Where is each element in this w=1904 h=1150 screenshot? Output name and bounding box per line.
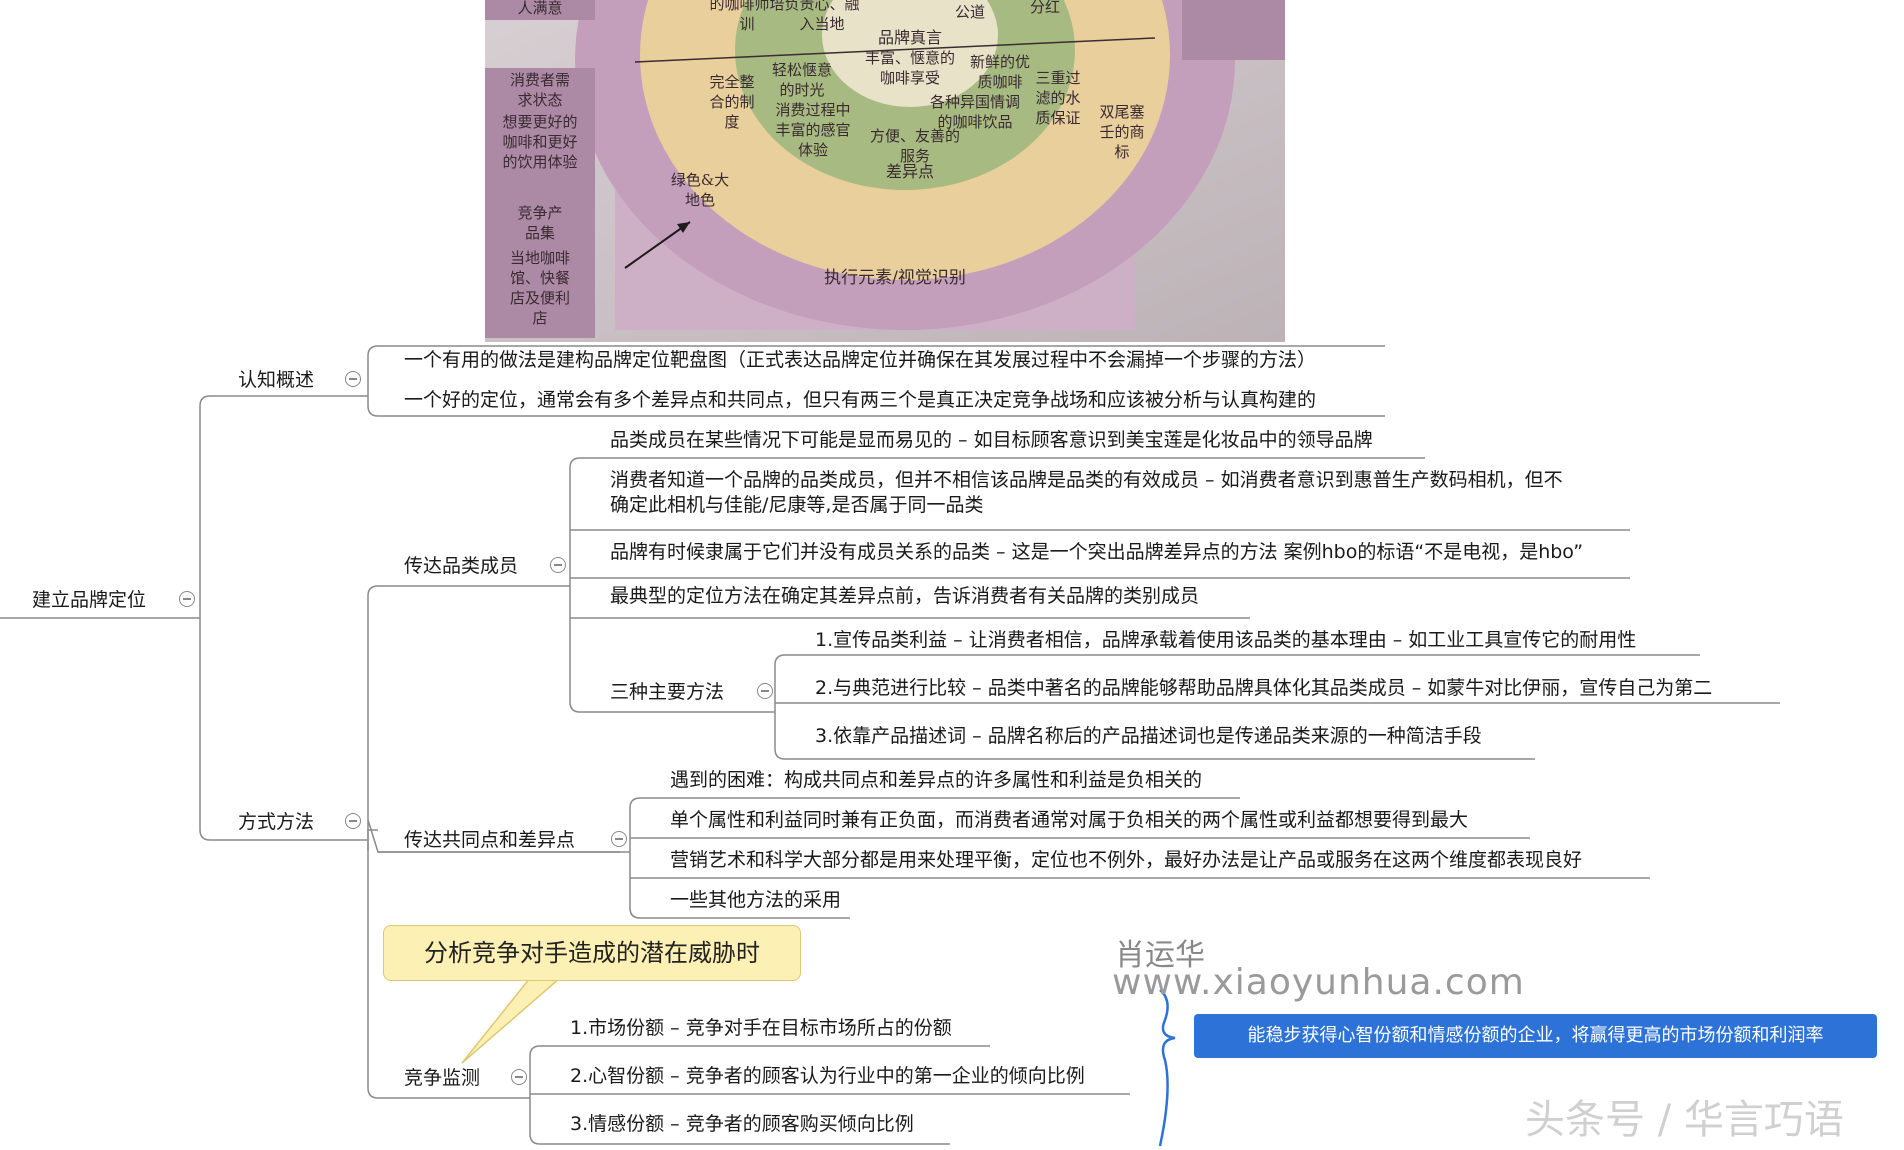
topic-pop-pod[interactable]: 传达共同点和差异点 (404, 829, 576, 851)
method-item-1[interactable]: 1.宣传品类利益 – 让消费者相信，品牌承载着使用该品类的基本理由 – 如工业工… (815, 629, 1637, 651)
photo-label-top-box: 人满意 (517, 0, 563, 17)
branch-overview[interactable]: 认知概述 (238, 369, 315, 391)
photo-label-experience: 消费过程中丰富的感官体验 (775, 101, 851, 159)
photo-label-responsible: 负责心、融入当地 (784, 0, 860, 33)
collapse-toggle-methods[interactable] (345, 813, 361, 829)
bullseye-graphic (485, 0, 1285, 342)
pop-pod-item-3[interactable]: 营销艺术和科学大部分都是用来处理平衡，定位也不例外，最好办法是让产品或服务在这两… (670, 849, 1583, 871)
category-item-1[interactable]: 品类成员在某些情况下可能是显而易见的 – 如目标顾客意识到美宝莲是化妆品中的领导… (610, 429, 1373, 451)
topic-three-methods[interactable]: 三种主要方法 (610, 681, 725, 703)
watermark-author: 肖运华 (1115, 938, 1205, 973)
photo-label-consumer-state: 消费者需求状态 (509, 71, 570, 109)
branch-methods[interactable]: 方式方法 (238, 811, 315, 833)
pop-pod-item-4[interactable]: 一些其他方法的采用 (670, 889, 842, 911)
category-item-2a[interactable]: 消费者知道一个品牌的品类成员，但并不相信该品牌是品类的有效成员 – 如消费者意识… (610, 469, 1563, 491)
photo-label-fresh: 新鲜的优质咖啡 (969, 53, 1030, 91)
collapse-toggle-category[interactable] (550, 557, 566, 573)
summary-box[interactable]: 能稳步获得心智份额和情感份额的企业，将赢得更高的市场份额和利润率 (1194, 1014, 1877, 1058)
photo-label-diff: 差异点 (885, 162, 934, 181)
watermark-url: www.xiaoyunhua.com (1112, 962, 1525, 1003)
overview-item-1[interactable]: 一个有用的做法是建构品牌定位靶盘图（正式表达品牌定位并确保在其发展过程中不会漏掉… (404, 349, 1317, 371)
collapse-toggle-pop-pod[interactable] (611, 831, 627, 847)
competition-callout[interactable]: 分析竞争对手造成的潜在威胁时 (383, 925, 801, 981)
photo-label-core: 品牌真言 (877, 28, 942, 47)
bullseye-photo: 人满意 消费者需求状态 想要更好的咖啡和更好的饮用体验 竞争产品集 当地咖啡馆、… (485, 0, 1285, 342)
category-item-2b[interactable]: 确定此相机与佳能/尼康等,是否属于同一品类 (610, 494, 984, 516)
photo-label-system: 完全整合的制度 (709, 73, 755, 131)
photo-label-filter: 三重过滤的水质保证 (1035, 69, 1081, 127)
root-node[interactable]: 建立品牌定位 (32, 589, 147, 611)
competition-item-3[interactable]: 3.情感份额 – 竞争者的顾客购买倾向比例 (570, 1113, 914, 1135)
collapse-toggle-three-methods[interactable] (757, 683, 773, 699)
photo-label-green: 绿色&大地色 (670, 171, 730, 209)
competition-item-1[interactable]: 1.市场份额 – 竞争对手在目标市场所占的份额 (570, 1017, 952, 1039)
brand-watermark: 头条号 / 华言巧语 (1525, 1097, 1844, 1143)
overview-item-2[interactable]: 一个好的定位，通常会有多个差异点和共同点，但只有两三个是真正决定竞争战场和应该被… (404, 389, 1317, 411)
photo-label-core-body: 丰富、惬意的咖啡享受 (864, 49, 955, 87)
pop-pod-item-1[interactable]: 遇到的困难：构成共同点和差异点的许多属性和利益是负相关的 (670, 769, 1203, 791)
category-item-3[interactable]: 品牌有时候隶属于它们并没有成员关系的品类 – 这是一个突出品牌差异点的方法 案例… (610, 541, 1584, 563)
photo-label-consumer-body: 想要更好的咖啡和更好的饮用体验 (502, 113, 578, 171)
topic-competition-monitor[interactable]: 竞争监测 (404, 1067, 481, 1089)
photo-label-competitor: 竞争产品集 (517, 204, 563, 242)
competition-item-2[interactable]: 2.心智份额 – 竞争者的顾客认为行业中的第一企业的倾向比例 (570, 1065, 1085, 1087)
topic-category-membership[interactable]: 传达品类成员 (404, 555, 519, 577)
photo-label-public: 公道 (954, 3, 985, 21)
category-item-4[interactable]: 最典型的定位方法在确定其差异点前，告诉消费者有关品牌的类别成员 (610, 585, 1200, 607)
photo-label-competitor-body: 当地咖啡馆、快餐店及便利店 (509, 249, 570, 327)
collapse-toggle-root[interactable] (179, 591, 195, 607)
photo-label-flavors: 各种异国情调的咖啡饮品 (930, 93, 1021, 131)
collapse-toggle-competition[interactable] (511, 1069, 527, 1085)
photo-label-logo: 双尾塞壬的商标 (1099, 103, 1145, 161)
photo-label-dividend: 分红 (1029, 0, 1060, 16)
pop-pod-item-2[interactable]: 单个属性和利益同时兼有正负面，而消费者通常对属于负相关的两个属性或利益都想要得到… (670, 809, 1469, 831)
photo-label-training: 的咖啡师培训 (709, 0, 785, 33)
photo-label-exec: 执行元素/视觉识别 (824, 268, 966, 288)
collapse-toggle-overview[interactable] (345, 371, 361, 387)
method-item-3[interactable]: 3.依靠产品描述词 – 品牌名称后的产品描述词也是传递品类来源的一种简洁手段 (815, 725, 1482, 747)
photo-label-relax: 轻松惬意的时光 (771, 61, 832, 99)
method-item-2[interactable]: 2.与典范进行比较 – 品类中著名的品牌能够帮助品牌具体化其品类成员 – 如蒙牛… (815, 677, 1713, 699)
photo-label-service: 方便、友善的服务 (870, 127, 961, 165)
